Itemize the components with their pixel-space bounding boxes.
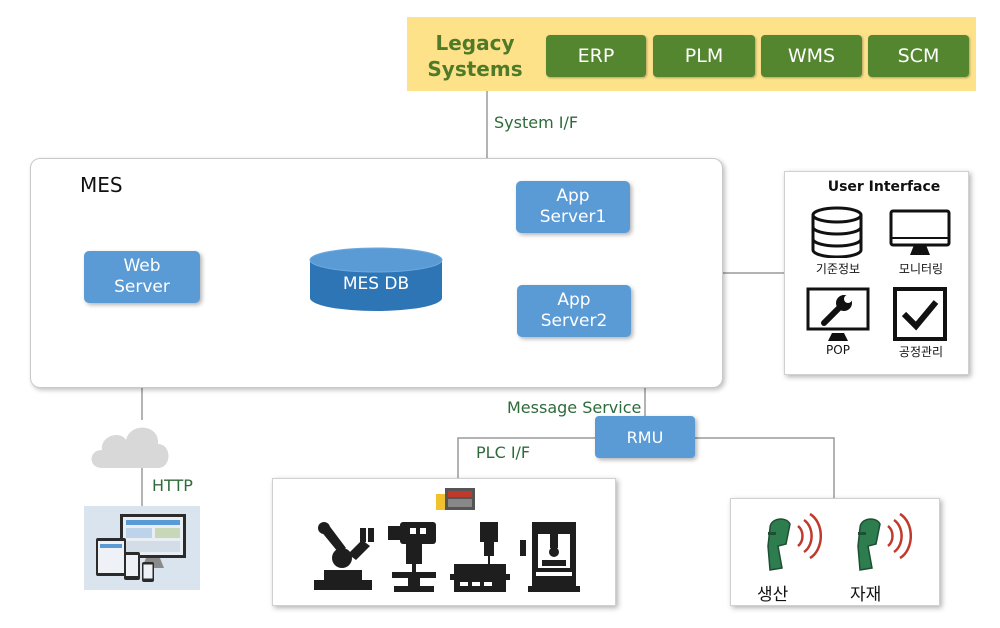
http-label: HTTP — [152, 476, 193, 495]
web-server-line2: Server — [114, 277, 170, 297]
press-machine-icon — [520, 522, 580, 592]
user-interface-title: User Interface — [827, 179, 941, 195]
app-server2-box: App Server2 — [517, 285, 631, 337]
pop-wrench-icon — [806, 287, 870, 341]
legacy-title-line1: Legacy — [435, 31, 515, 55]
web-server-line1: Web — [123, 256, 161, 276]
devices-icon — [96, 514, 186, 582]
checkbox-icon — [893, 287, 947, 341]
drill-press-icon — [388, 522, 436, 592]
app-server1-line2: Server1 — [539, 207, 607, 227]
rmu-scanner-line — [695, 437, 835, 498]
plc-if-label: PLC I/F — [476, 443, 531, 462]
legacy-title-line2: Systems — [427, 57, 523, 81]
rmu-box: RMU — [595, 416, 695, 458]
user-interface-panel — [784, 171, 969, 375]
ui-label-monitoring: 모니터링 — [898, 262, 944, 276]
wms-box: WMS — [761, 35, 862, 77]
barcode-scanner-production-icon — [767, 512, 823, 571]
scanner-label-production: 생산 — [757, 585, 789, 605]
ui-label-pop: POP — [826, 343, 850, 357]
barcode-scanner-material-icon — [857, 512, 913, 571]
app-server2-line2: Server2 — [540, 311, 608, 331]
client-devices-image — [84, 506, 200, 590]
ui-label-process-management: 공정관리 — [898, 345, 944, 359]
legacy-title: Legacy Systems — [420, 30, 530, 82]
scm-box: SCM — [868, 35, 969, 77]
app-server1-line1: App — [556, 186, 590, 206]
app-server1-box: App Server1 — [516, 181, 630, 233]
robot-arm-icon — [314, 522, 374, 590]
web-server-box: Web Server — [84, 251, 200, 303]
scanner-label-material: 자재 — [850, 585, 882, 605]
erp-box: ERP — [546, 35, 646, 77]
system-if-label: System I/F — [494, 113, 579, 132]
cnc-lathe-icon — [450, 522, 510, 592]
plc-module-icon — [436, 488, 475, 510]
ui-label-master-data: 기준정보 — [815, 262, 861, 276]
mes-title: MES — [80, 173, 123, 197]
monitor-icon — [889, 209, 951, 255]
app-server2-line1: App — [557, 290, 591, 310]
plc-if-line — [457, 437, 595, 478]
message-service-label: Message Service — [507, 398, 642, 417]
mes-db-cylinder — [309, 247, 443, 311]
plm-box: PLM — [653, 35, 755, 77]
database-icon — [811, 206, 863, 258]
cloud-icon — [91, 427, 169, 468]
mes-db-label: MES DB — [342, 274, 410, 294]
